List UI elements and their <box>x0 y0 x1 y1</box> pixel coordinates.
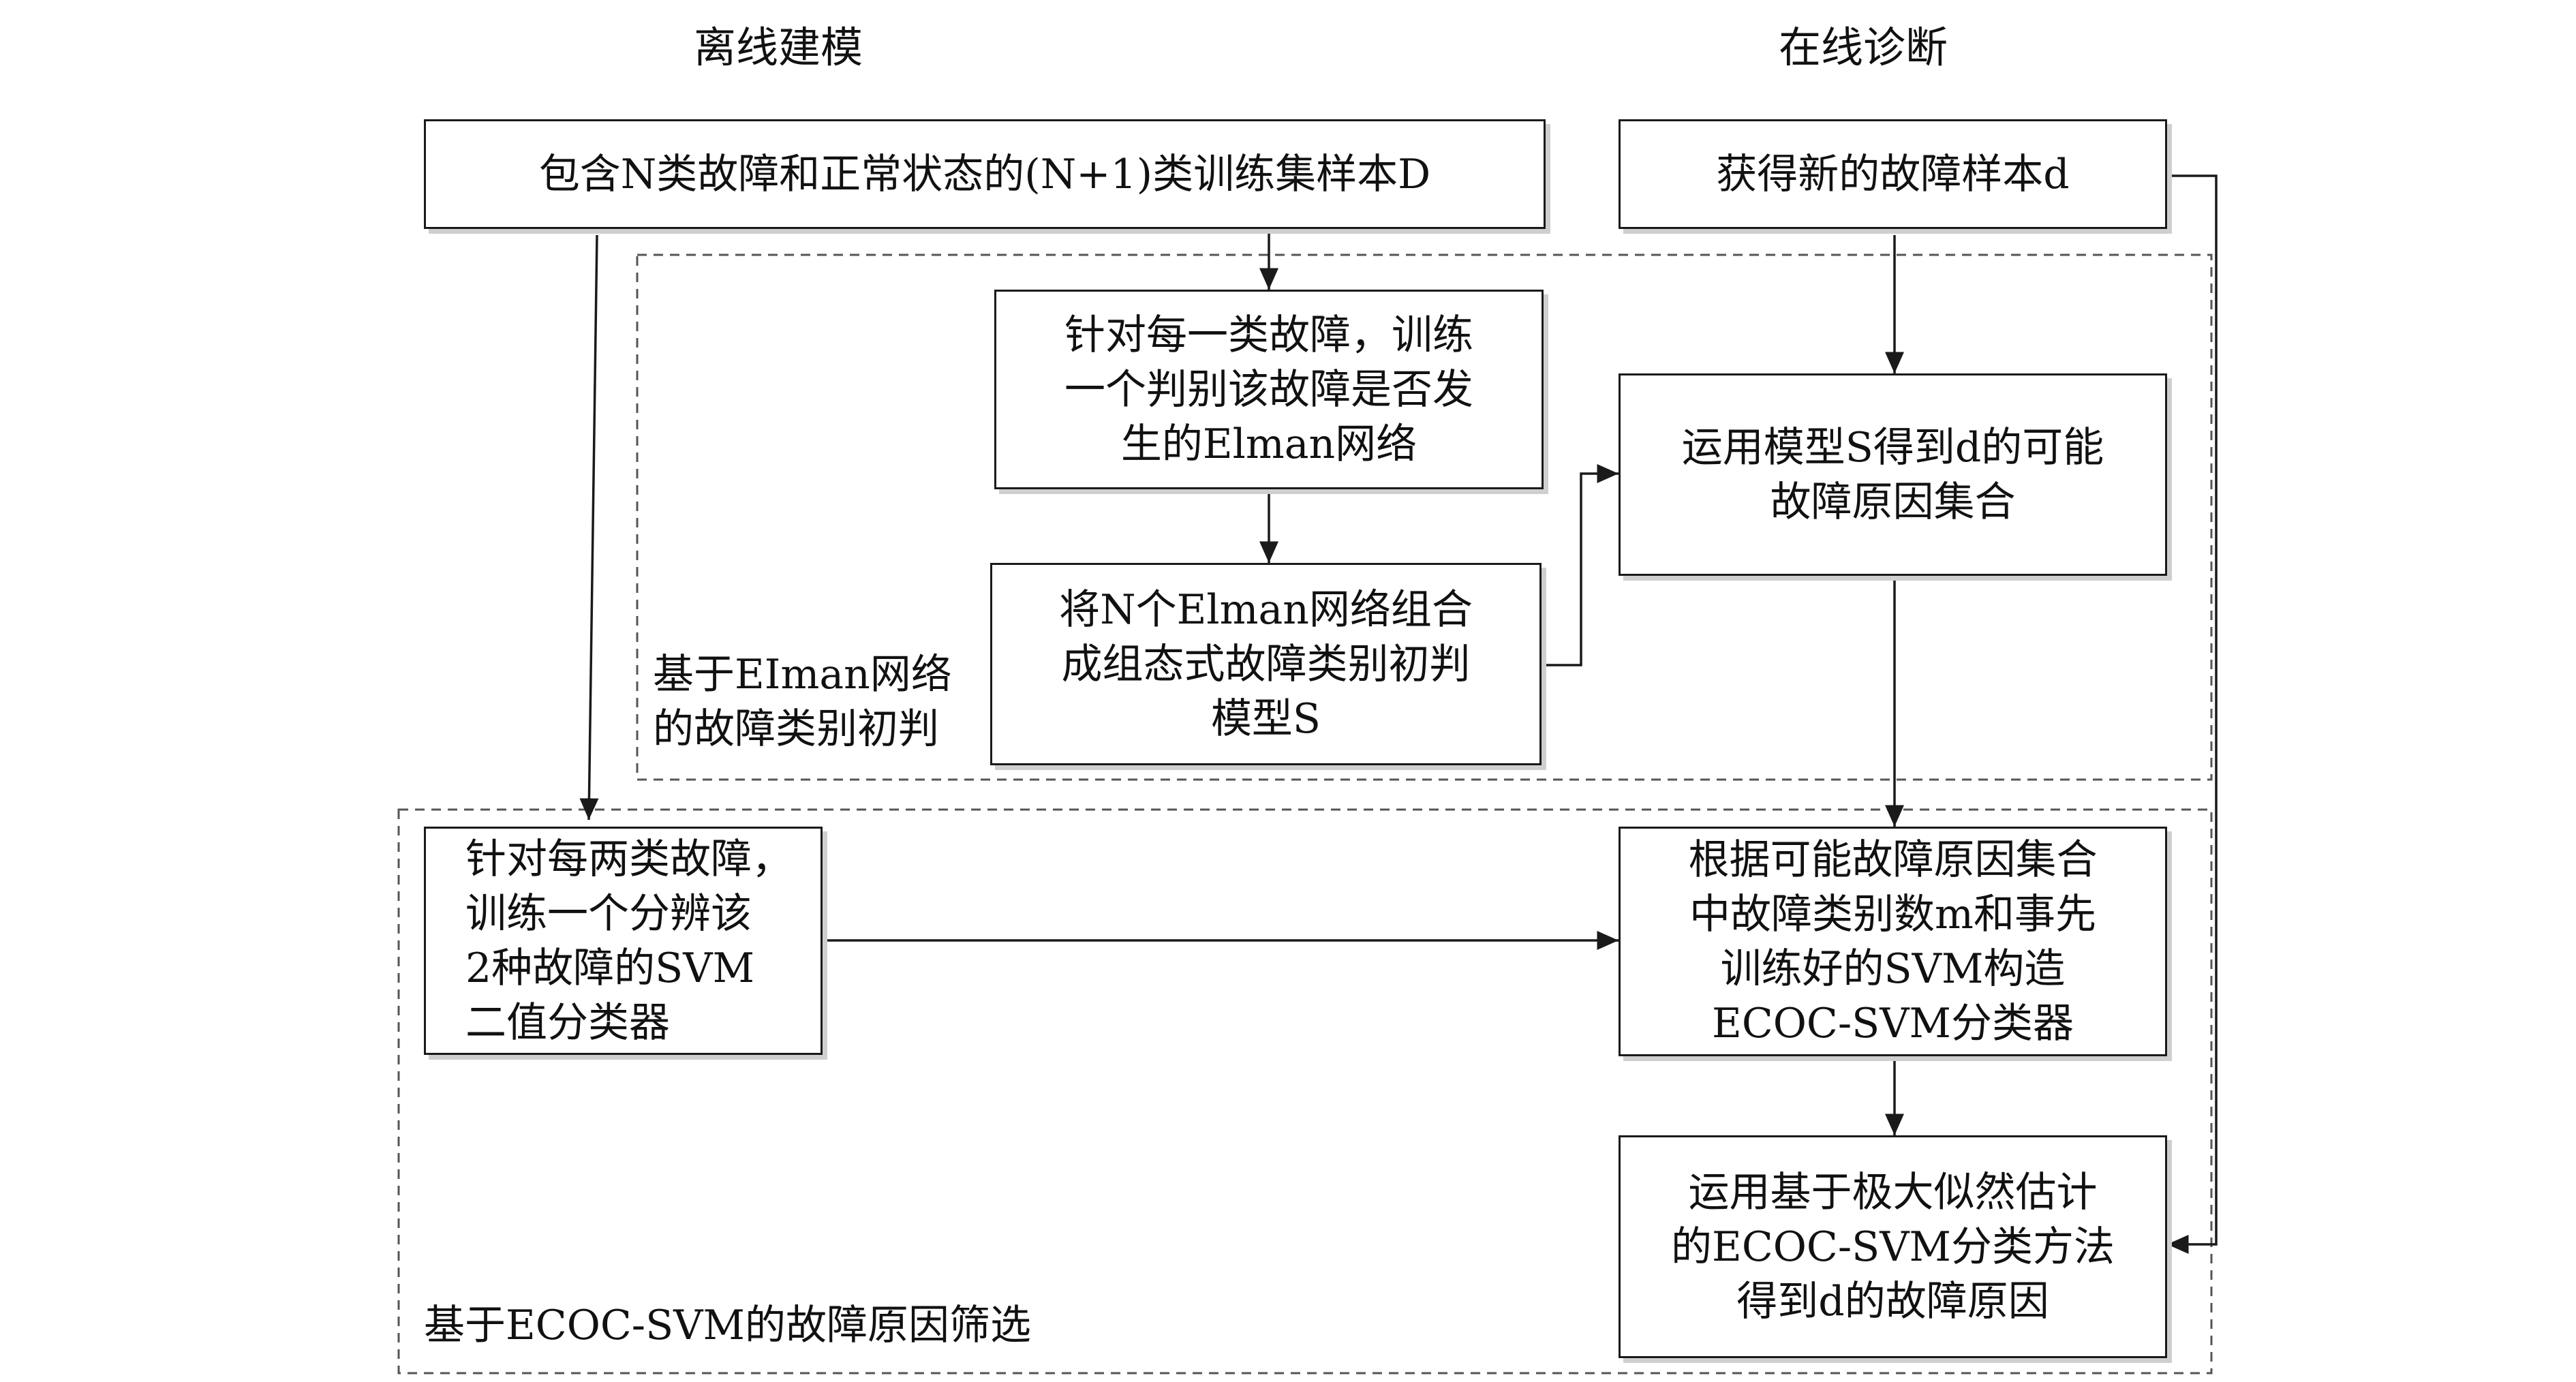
node-line: 得到d的故障原因 <box>1736 1277 2049 1325</box>
arrow-combine-to-apply <box>1542 464 1619 666</box>
node-build-ecoc: 根据可能故障原因集合 中故障类别数m和事先 训练好的SVM构造 ECOC-SVM… <box>1619 827 2167 1056</box>
node-train-svm: 针对每两类故障， 训练一个分辨该 2种故障的SVM 二值分类器 <box>424 827 823 1055</box>
node-line: 故障原因集合 <box>1770 478 2016 526</box>
node-training-set: 包含N类故障和正常状态的(N+1)类训练集样本D <box>424 119 1546 229</box>
node-ecoc-classify-text: 运用基于极大似然估计 的ECOC-SVM分类方法 得到d的故障原因 <box>1671 1165 2115 1329</box>
node-line: 一个判别该故障是否发 <box>1064 365 1473 414</box>
node-line: 成组态式故障类别初判 <box>1061 640 1471 688</box>
node-build-ecoc-text: 根据可能故障原因集合 中故障类别数m和事先 训练好的SVM构造 ECOC-SVM… <box>1689 833 2098 1051</box>
node-line: 二值分类器 <box>465 998 670 1047</box>
node-line: 2种故障的SVM <box>465 944 755 992</box>
node-line: 训练好的SVM构造 <box>1720 945 2066 993</box>
node-line: 训练一个分辨该 <box>465 889 752 938</box>
arrow-sample-to-classify <box>2167 174 2218 1254</box>
node-line: 针对每两类故障， <box>465 835 793 883</box>
node-combine-elman: 将N个Elman网络组合 成组态式故障类别初判 模型S <box>990 563 1542 765</box>
node-train-elman-text: 针对每一类故障，训练 一个判别该故障是否发 生的Elman网络 <box>1064 308 1473 472</box>
node-train-svm-text: 针对每两类故障， 训练一个分辨该 2种故障的SVM 二值分类器 <box>465 832 793 1050</box>
node-apply-model-s: 运用模型S得到d的可能 故障原因集合 <box>1619 373 2167 576</box>
node-new-sample-text: 获得新的故障样本d <box>1716 147 2069 202</box>
node-new-sample: 获得新的故障样本d <box>1619 119 2167 229</box>
node-line: 根据可能故障原因集合 <box>1688 835 2098 884</box>
region-label-elman: 基于EIman网络 的故障类别初判 <box>653 647 952 756</box>
node-line: 针对每一类故障，训练 <box>1064 311 1473 359</box>
node-apply-model-s-text: 运用模型S得到d的可能 故障原因集合 <box>1682 420 2104 529</box>
node-ecoc-classify: 运用基于极大似然估计 的ECOC-SVM分类方法 得到d的故障原因 <box>1619 1135 2167 1358</box>
region-label-ecoc: 基于ECOC-SVM的故障原因筛选 <box>424 1298 1031 1353</box>
node-line: 的ECOC-SVM分类方法 <box>1671 1223 2115 1271</box>
region-line: 基于EIman网络 <box>653 651 952 698</box>
ecoc-region-border <box>397 808 2213 1375</box>
heading-offline-modeling: 离线建模 <box>694 22 863 72</box>
node-combine-elman-text: 将N个Elman网络组合 成组态式故障类别初判 模型S <box>1059 583 1473 746</box>
node-train-elman: 针对每一类故障，训练 一个判别该故障是否发 生的Elman网络 <box>994 290 1544 489</box>
node-line: 获得新的故障样本d <box>1716 150 2070 198</box>
node-line: 模型S <box>1210 694 1321 743</box>
elman-region-border <box>636 254 2213 781</box>
node-line: 运用模型S得到d的可能 <box>1681 423 2104 472</box>
arrow-training-to-svm <box>579 234 599 820</box>
heading-online-diagnosis: 在线诊断 <box>1779 22 1948 72</box>
node-line: 运用基于极大似然估计 <box>1688 1168 2098 1216</box>
node-line: 将N个Elman网络组合 <box>1059 585 1473 634</box>
region-line: 的故障类别初判 <box>653 705 939 753</box>
node-line: 生的Elman网络 <box>1120 420 1417 468</box>
node-line: 中故障类别数m和事先 <box>1689 890 2096 938</box>
node-training-set-text: 包含N类故障和正常状态的(N+1)类训练集样本D <box>539 147 1430 202</box>
node-line: ECOC-SVM分类器 <box>1712 999 2074 1047</box>
node-line: 包含N类故障和正常状态的(N+1)类训练集样本D <box>538 150 1431 198</box>
region-line: 基于ECOC-SVM的故障原因筛选 <box>424 1302 1031 1349</box>
